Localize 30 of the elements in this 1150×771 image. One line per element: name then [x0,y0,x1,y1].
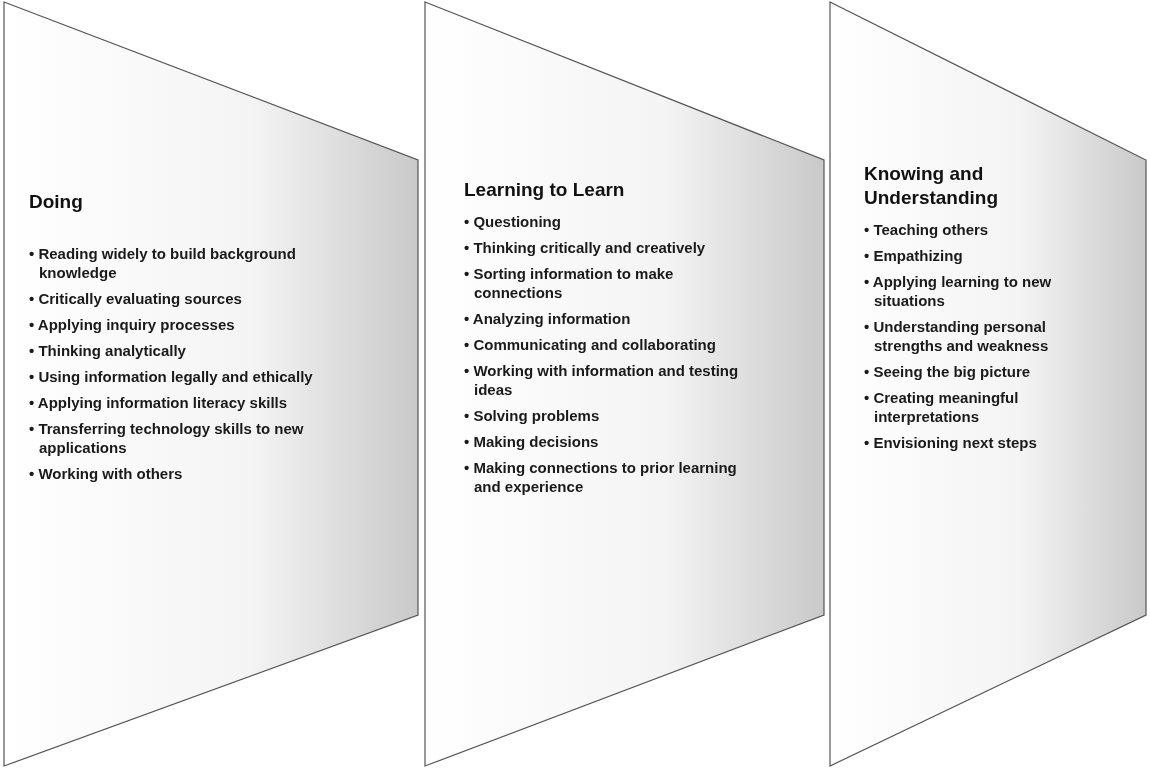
bullet-item: • Seeing the big picture [864,362,1032,381]
bullet-item: • Applying learning to new situations [864,272,1053,310]
bullet-item: • Critically evaluating sources [29,289,243,308]
bullet-item: • Thinking analytically [29,341,187,360]
column-heading: Learning to Learn [464,178,626,202]
bullet-item: • Empathizing [864,246,964,265]
bullet-item: • Applying inquiry processes [29,315,236,334]
bullet-item: • Applying information literacy skills [29,393,289,412]
bullet-item: • Working with information and testing ideas [464,361,740,399]
column-heading: Knowing and Understanding [864,162,1000,210]
bullet-item: • Creating meaningful interpretations [864,388,1020,426]
bullet-item: • Using information legally and ethically [29,367,314,386]
bullet-item: • Envisioning next steps [864,433,1038,452]
bullet-item: • Understanding personal strengths and weakness [864,317,1050,355]
bullet-item: • Analyzing information [464,309,632,328]
column-heading: Doing [29,190,84,214]
bullet-item: • Solving problems [464,406,601,425]
bullet-item: • Reading widely to build background knowledge [29,244,297,282]
chevron-panel [3,0,420,768]
bullet-item: • Thinking critically and creatively [464,238,707,257]
bullet-item: • Transferring technology skills to new applications [29,419,305,457]
chevron-panel [424,0,826,768]
bullet-item: • Communicating and collaborating [464,335,717,354]
bullet-item: • Making connections to prior learning and experience [464,458,738,496]
bullet-item: • Questioning [464,212,562,231]
bullet-item: • Sorting information to make connections [464,264,675,302]
chevron-panel [829,0,1148,768]
bullet-item: • Teaching others [864,220,990,239]
bullet-item: • Making decisions [464,432,600,451]
bullet-item: • Working with others [29,464,184,483]
